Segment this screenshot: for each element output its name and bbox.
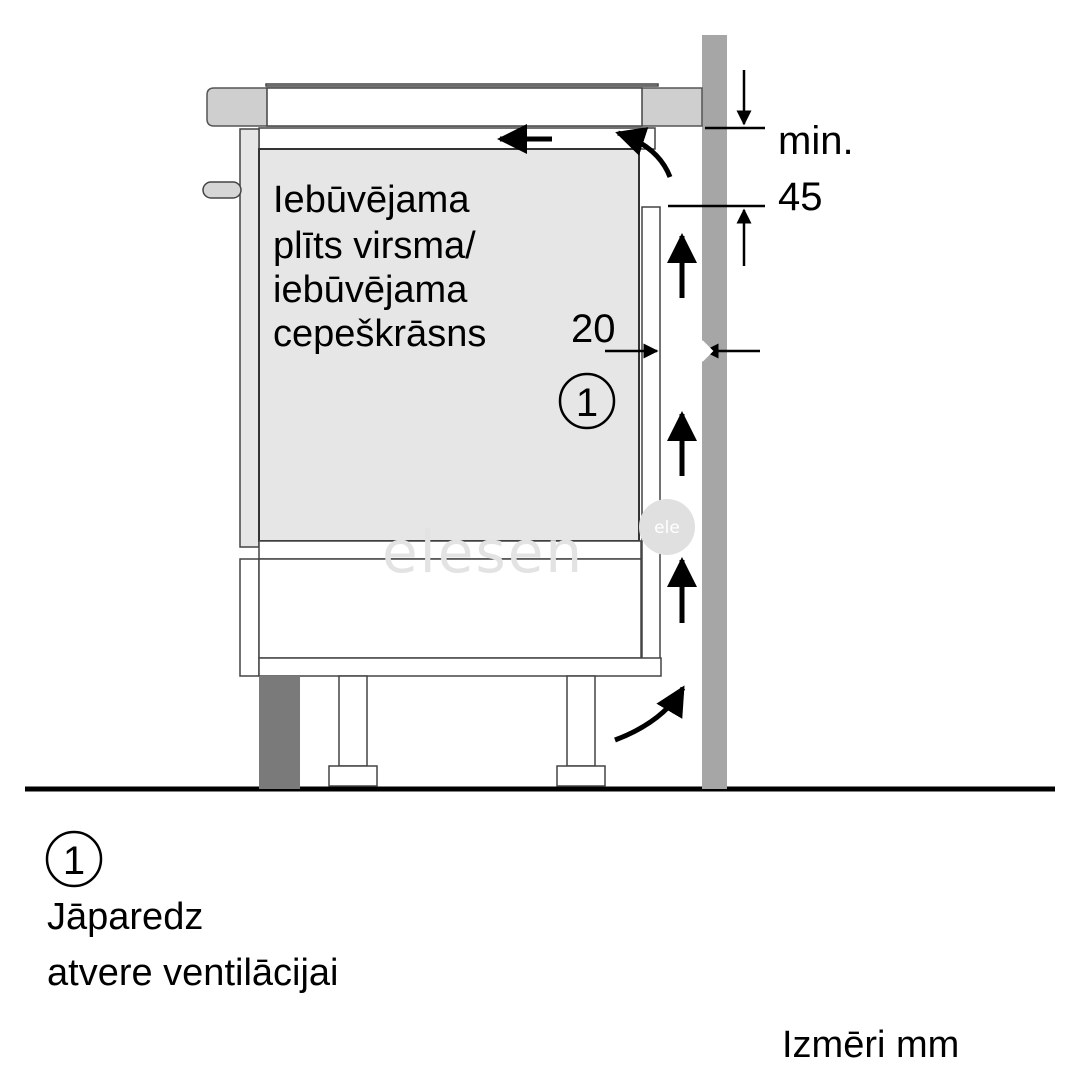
legend-line-2: atvere ventilācijai <box>47 952 338 994</box>
drawer <box>258 558 642 659</box>
cabinet-lower-side <box>239 558 260 677</box>
dimension-top-label-value: 45 <box>778 175 823 219</box>
appliance-label: Iebūvējama plīts virsma/ iebūvējama cepe… <box>273 179 486 355</box>
cabinet-bottom <box>258 657 662 677</box>
oven-body <box>258 148 640 542</box>
legend-number: 1 <box>63 839 85 883</box>
callout-number: 1 <box>576 381 598 425</box>
cabinet-side-panel <box>239 128 260 548</box>
legend-circle <box>45 830 103 888</box>
appliance-label-line: iebūvējama <box>273 269 468 311</box>
appliance-label-line: cepeškrāsns <box>273 313 486 355</box>
oven-knob <box>202 181 242 199</box>
watermark: elesen <box>382 518 584 586</box>
cabinet-back-panel <box>641 206 661 669</box>
legend-line-1: Jāparedz <box>47 896 203 938</box>
callout-circle <box>558 372 616 430</box>
appliance-label-line: plīts virsma/ <box>273 225 476 267</box>
dimension-top-label-min: min. <box>778 119 854 163</box>
appliance-label-line: Iebūvējama <box>273 179 470 221</box>
wall <box>702 35 727 789</box>
hob-body <box>266 87 643 127</box>
watermark-badge-text: ele <box>654 518 680 538</box>
units-note: Izmēri mm <box>782 1024 959 1066</box>
hob-underframe <box>258 127 656 150</box>
hob-top <box>265 83 659 87</box>
dimension-gap-label: 20 <box>571 307 616 351</box>
cabinet-leg-left <box>328 675 378 787</box>
watermark-badge <box>639 499 695 555</box>
plinth <box>259 676 300 789</box>
airflow-arrows <box>497 124 697 743</box>
dimension-top <box>668 70 765 266</box>
airflow-curve-arrow <box>614 685 686 743</box>
cabinet-leg-right <box>556 675 606 787</box>
airflow-curve-arrow <box>615 127 673 178</box>
wall-notch <box>701 340 714 362</box>
